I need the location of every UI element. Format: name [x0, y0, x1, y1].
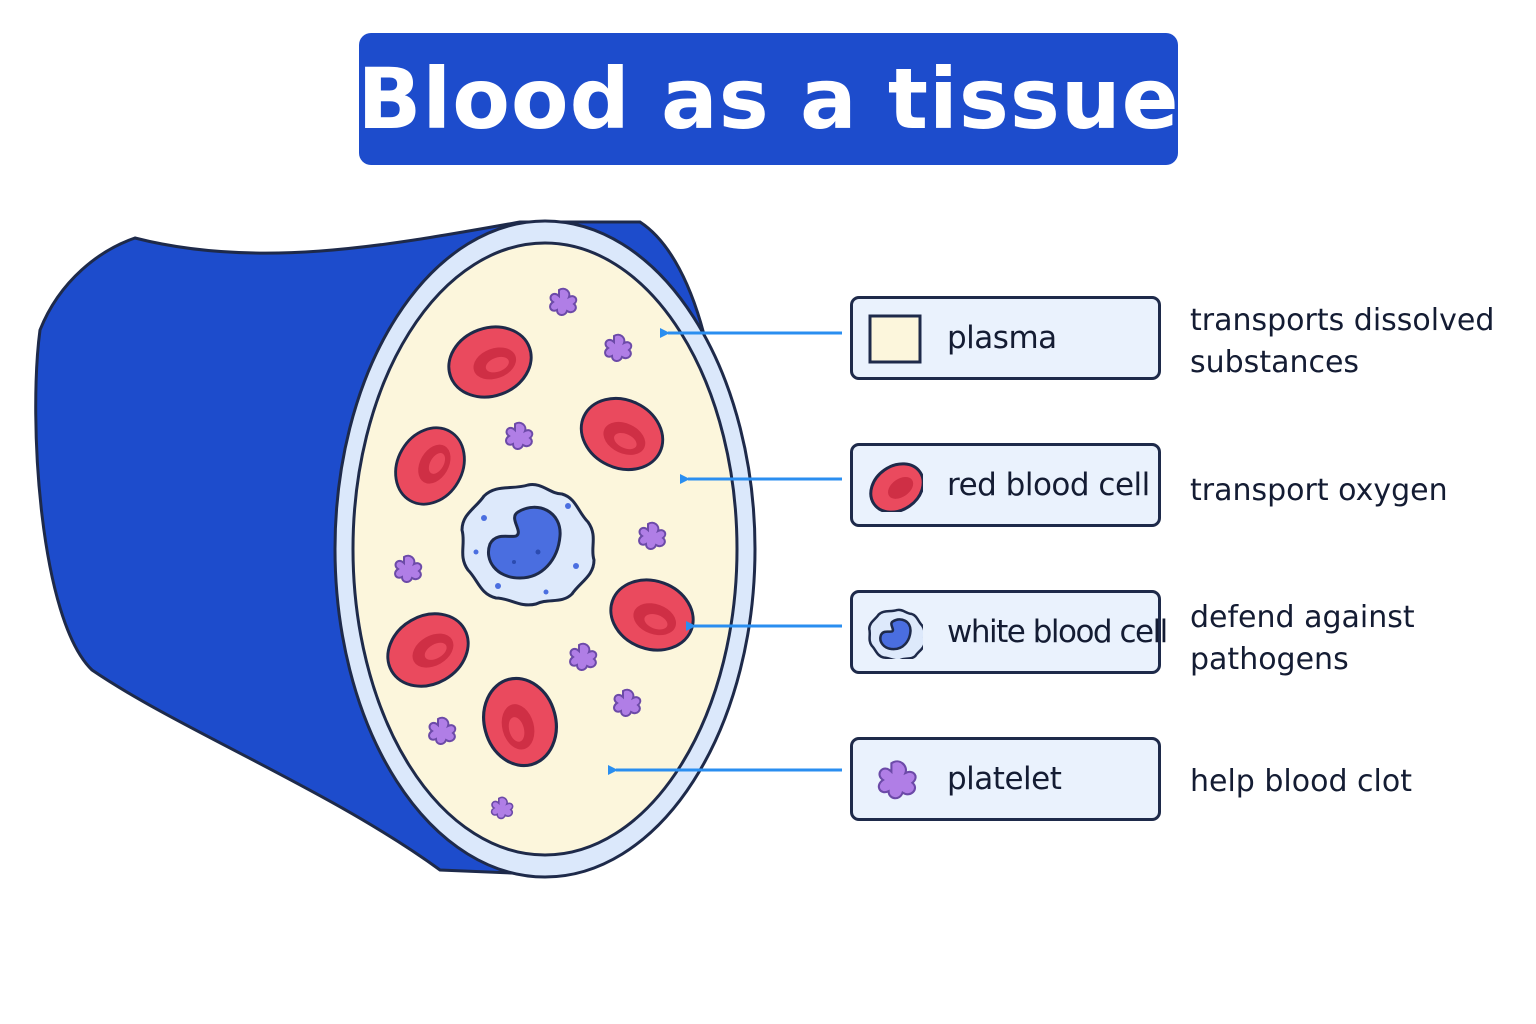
legend-item-white-blood-cell: white blood cell: [850, 590, 1168, 674]
white-blood-cell: [460, 483, 596, 607]
legend-description-platelet: help blood clot: [1190, 764, 1412, 799]
page-title: Blood as a tissue: [357, 50, 1180, 148]
legend-description-white-blood-cell: defend against pathogens: [1190, 600, 1415, 677]
legend-label-platelet: platelet: [947, 761, 1062, 797]
legend-label-red-blood-cell: red blood cell: [947, 467, 1150, 503]
legend-description-red-blood-cell: transport oxygen: [1190, 473, 1448, 508]
legend-item-plasma: plasma: [850, 296, 1161, 380]
white-blood-cell-icon: [868, 608, 923, 659]
red-blood-cell-icon: [869, 462, 923, 512]
legend-item-platelet: platelet: [850, 737, 1161, 821]
platelet-icon: [877, 760, 917, 800]
legend-item-red-blood-cell: red blood cell: [850, 443, 1161, 527]
legend-label-white-blood-cell: white blood cell: [947, 614, 1168, 650]
legend-label-plasma: plasma: [947, 320, 1057, 356]
plasma-swatch-icon: [868, 314, 922, 364]
legend-description-plasma: transports dissolved substances: [1190, 303, 1495, 380]
title-banner: Blood as a tissue: [357, 33, 1180, 165]
